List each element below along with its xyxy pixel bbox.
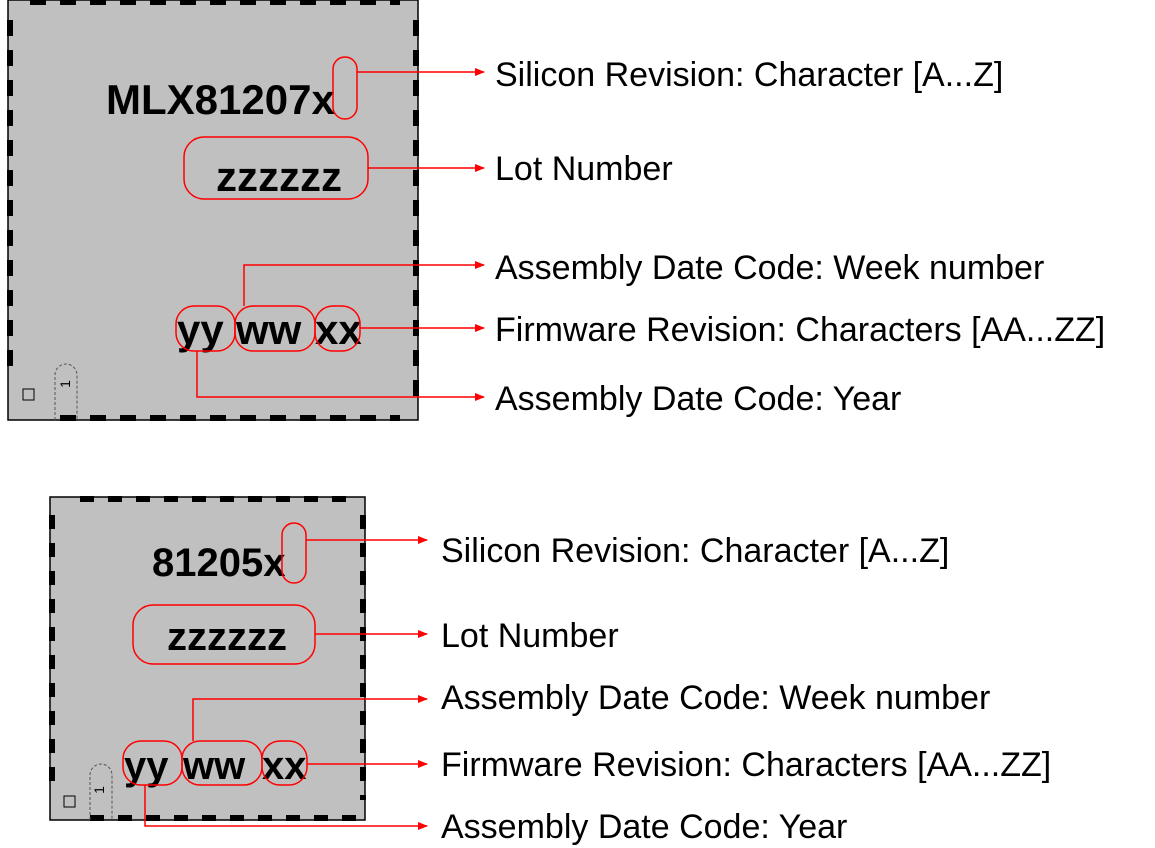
pin1-square [22, 388, 35, 401]
week-number-label: Assembly Date Code: Week number [495, 249, 1044, 287]
silicon-revision-label: Silicon Revision: Character [A...Z] [495, 56, 1003, 94]
pin1-square [63, 795, 76, 808]
week-number-arrow [243, 261, 485, 306]
package-body [49, 496, 366, 821]
firmware-revision-label: Firmware Revision: Characters [AA...ZZ] [495, 311, 1105, 349]
date-code-week: ww [182, 744, 246, 788]
pin1-pad-outline [89, 763, 113, 820]
year-label: Assembly Date Code: Year [495, 380, 901, 418]
firmware-highlight [261, 740, 308, 786]
lot-marking: zzzzzz [167, 615, 287, 659]
package-body [7, 0, 419, 421]
date-code-year: yy [124, 744, 169, 788]
year-arrow [196, 351, 485, 401]
date-code-year: yy [177, 306, 224, 353]
package-bottom: 1 81205x zzzzzz yy ww xx Silicon Revisio… [49, 496, 1051, 846]
year-arrow [144, 785, 428, 830]
silicon-revision-highlight [332, 56, 358, 120]
year-label: Assembly Date Code: Year [441, 808, 847, 846]
part-marking: MLX81207x [106, 76, 335, 123]
part-marking: 81205x [152, 541, 285, 585]
silicon-revision-label: Silicon Revision: Character [A...Z] [441, 532, 949, 570]
pin1-label: 1 [91, 786, 107, 794]
date-code-week: ww [235, 306, 302, 353]
silicon-revision-highlight [281, 522, 307, 584]
pin1-label: 1 [57, 380, 73, 388]
package-top: 1 MLX81207x zzzzzz yy ww xx Silicon Revi… [7, 0, 1105, 421]
week-number-arrow [192, 695, 428, 741]
lot-marking: zzzzzz [216, 153, 342, 200]
lot-number-label: Lot Number [495, 150, 673, 188]
week-number-label: Assembly Date Code: Week number [441, 679, 990, 717]
pin1-pad-outline [54, 363, 78, 420]
lot-number-label: Lot Number [441, 617, 619, 655]
firmware-revision-label: Firmware Revision: Characters [AA...ZZ] [441, 746, 1051, 784]
